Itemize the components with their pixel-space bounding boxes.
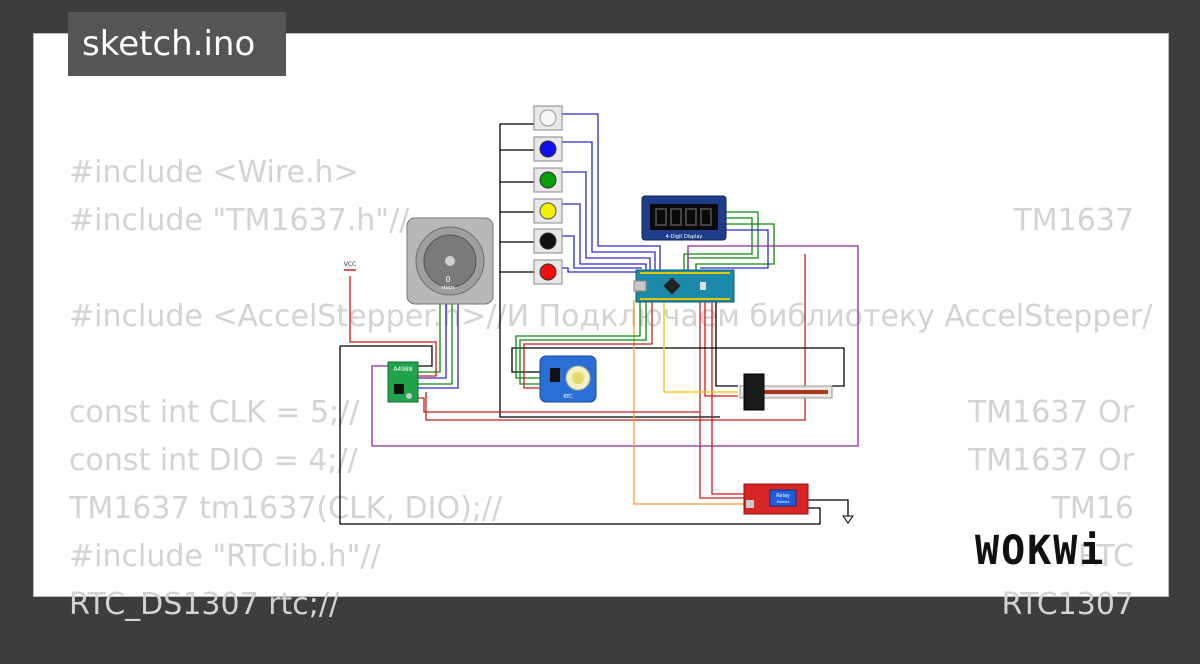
file-tab[interactable]: sketch.ino [68, 12, 286, 76]
push-button-green[interactable] [533, 167, 563, 193]
rtc-label: RTC [563, 394, 573, 400]
wokwi-logo: WOKWi [975, 528, 1106, 574]
a4988-driver[interactable]: A4988 [387, 361, 419, 403]
code-comment: TM1637 [1013, 203, 1134, 238]
push-button-red[interactable] [533, 259, 563, 285]
code-comment: RTC [1077, 539, 1134, 574]
ground-symbol[interactable] [842, 515, 854, 524]
vcc-label: VCC [344, 261, 356, 268]
tm1637-display[interactable]: 4-Digit Display [641, 195, 727, 241]
code-background: #include <Wire.h> #include "TM1637.h"// … [34, 34, 1168, 622]
driver-label: A4988 [393, 366, 413, 373]
push-buttons [533, 105, 563, 285]
code-comment: TM1637 Or [967, 443, 1134, 478]
stepper-value: 0 [445, 275, 450, 284]
push-button-blue[interactable] [533, 136, 563, 162]
code-line: RTC_DS1307 rtc;// [69, 587, 340, 622]
rtc-module[interactable]: RTC [539, 355, 597, 403]
code-line: #include "RTClib.h"// [69, 539, 381, 574]
push-button-white[interactable] [533, 105, 563, 131]
push-button-yellow[interactable] [533, 198, 563, 224]
display-label: 4-Digit Display [666, 234, 703, 240]
code-line: const int CLK = 5;// [69, 395, 360, 430]
relay-module[interactable]: Relay Module [743, 483, 809, 515]
stepper-unit: steps [441, 285, 455, 291]
stepper-motor[interactable]: 0 steps [406, 217, 494, 305]
code-comment: TM16 [1051, 491, 1134, 526]
code-line: #include <AccelStepper.h>//И Подключаем … [69, 299, 1153, 334]
slide-potentiometer[interactable] [739, 373, 833, 411]
circuit-diagram: VCC [339, 105, 859, 525]
wires [339, 113, 859, 525]
diagram-canvas[interactable]: #include <Wire.h> #include "TM1637.h"// … [33, 33, 1169, 622]
code-line: #include <Wire.h> [69, 155, 359, 190]
code-comment: RTC1307 [1001, 587, 1134, 622]
code-line: const int DIO = 4;// [69, 443, 358, 478]
code-comment: TM1637 Or [967, 395, 1134, 430]
vcc-symbol[interactable]: VCC [344, 261, 356, 271]
code-line: #include "TM1637.h"// [69, 203, 410, 238]
arduino-nano[interactable] [633, 269, 735, 303]
relay-sublabel: Module [777, 500, 790, 504]
push-button-black[interactable] [533, 228, 563, 254]
code-line: TM1637 tm1637(CLK, DIO);// [69, 491, 503, 526]
relay-label: Relay [776, 493, 790, 499]
